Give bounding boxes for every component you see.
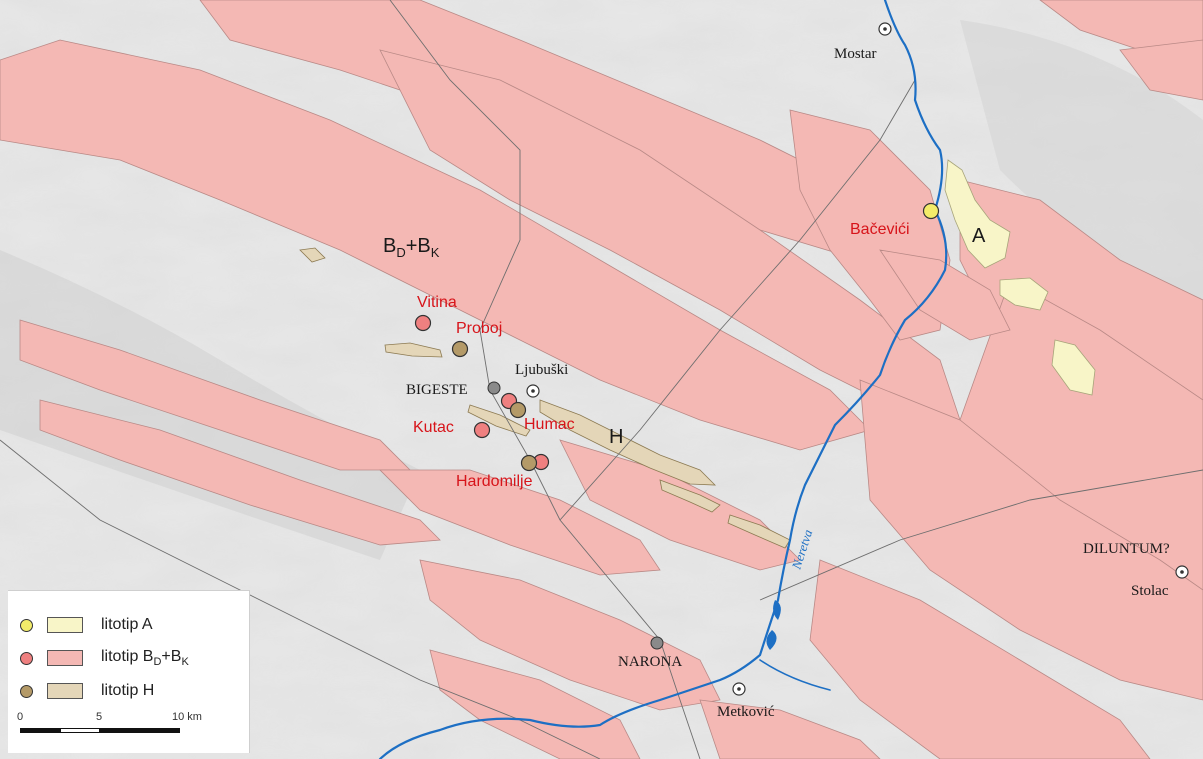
lithotype-a-areas — [944, 159, 1096, 396]
town-label-metkovic: Metković — [717, 704, 775, 720]
sample-marker-humac-h — [509, 401, 527, 419]
h-strip-humac — [467, 404, 531, 437]
ancient-site-markers: BIGESTE NARONA DILUNTUM? — [406, 381, 1170, 670]
bdbk-strip-west-2 — [39, 399, 441, 546]
ancient-site-marker-narona — [650, 636, 664, 650]
legend-item-h: litotip H — [20, 680, 154, 702]
legend-label-h: litotip H — [101, 682, 155, 699]
sample-marker-bacevici — [922, 202, 940, 220]
h-patch-west — [299, 247, 326, 263]
sample-label-vitina: Vitina — [417, 294, 457, 311]
town-label-mostar: Mostar — [834, 46, 877, 62]
scale-tick-5: 5 — [96, 711, 103, 723]
ancient-site-label-diluntum: DILUNTUM? — [1083, 541, 1170, 557]
town-label-ljubuski: Ljubuški — [515, 362, 568, 378]
a-area-small — [999, 277, 1049, 311]
scale-segment-1 — [20, 728, 60, 733]
sample-marker-vitina — [414, 314, 432, 332]
sample-label-bacevici: Bačevići — [850, 221, 910, 238]
town-mostar: Mostar — [834, 22, 892, 62]
bdbk-patch-central-east — [879, 249, 1011, 341]
lithotype-h-areas — [299, 247, 791, 549]
town-markers: Mostar Ljubuški Metković Stolac — [515, 22, 1189, 720]
bdbk-strip-west-1 — [19, 319, 411, 471]
ancient-site-marker-bigeste — [487, 381, 501, 395]
legend-swatch-bdbk — [47, 650, 83, 666]
legend-item-bdbk: litotip BD+BK — [20, 647, 189, 669]
town-ljubuski: Ljubuški — [515, 362, 568, 398]
legend-label-bdbk: litotip BD+BK — [101, 647, 189, 669]
river-delta-marks — [766, 600, 781, 650]
scale-segment-3 — [100, 728, 180, 733]
h-strip-proboj — [384, 342, 443, 358]
neretva-river — [378, 0, 948, 759]
scale-bar: 0 5 10 km — [17, 711, 230, 745]
karst-relief-northeast — [960, 20, 1203, 330]
legend-label-a: litotip A — [101, 616, 153, 633]
legend-item-a: litotip A — [20, 614, 153, 636]
a-area-east — [1051, 339, 1096, 396]
sample-label-humac: Humac — [524, 416, 575, 433]
bdbk-strip-metkovic — [699, 699, 881, 759]
neretva-side-channel — [759, 659, 831, 691]
legend-swatch-h — [47, 683, 83, 699]
sample-site-markers: Bačevići Vitina Proboj Kutac Humac Hardo… — [413, 202, 940, 490]
bdbk-strip-hardomilje — [379, 469, 661, 576]
sample-label-kutac: Kutac — [413, 419, 454, 436]
bdbk-band-south — [809, 559, 1151, 759]
zone-label-bdbk: BD+BK — [383, 235, 440, 260]
bdbk-band-main-west — [0, 39, 871, 451]
sample-label-hardomilje: Hardomilje — [456, 473, 533, 490]
sample-marker-proboj — [451, 340, 469, 358]
legend-swatch-a — [47, 617, 83, 633]
scale-tick-10: 10 km — [172, 711, 202, 723]
bdbk-band-southeast — [859, 379, 1203, 701]
a-area-bacevici — [944, 159, 1011, 269]
boundary-line-3 — [559, 79, 916, 521]
h-strip-southeast — [727, 514, 791, 549]
legend-dot-bdbk-icon — [20, 651, 33, 665]
scale-segment-2 — [60, 728, 100, 733]
sample-marker-kutac — [473, 421, 491, 439]
sample-label-proboj: Proboj — [456, 320, 502, 337]
sample-marker-hardomilje-h — [520, 454, 538, 472]
boundary-line-1 — [389, 0, 701, 759]
h-strip-lower — [659, 479, 721, 513]
town-label-stolac: Stolac — [1131, 583, 1169, 599]
bdbk-strip-narona — [419, 559, 721, 711]
bdbk-patch-northeast-2 — [1119, 39, 1203, 101]
ancient-site-label-bigeste: BIGESTE — [406, 382, 468, 398]
legend-dot-h-icon — [20, 684, 33, 698]
bdbk-strip-southwest — [429, 649, 641, 759]
ancient-site-label-narona: NARONA — [618, 654, 682, 670]
legend-dot-a-icon — [20, 618, 33, 632]
town-metkovic: Metković — [717, 682, 775, 720]
zone-label-h: H — [609, 426, 623, 448]
zone-label-a: A — [972, 225, 986, 247]
map-legend: litotip A litotip BD+BK litotip H 0 5 10… — [8, 590, 250, 753]
town-stolac: Stolac — [1131, 565, 1189, 599]
scale-tick-0: 0 — [17, 711, 24, 723]
neretva-channel — [378, 0, 948, 759]
boundary-line-4 — [759, 469, 1203, 601]
h-strip-central — [539, 399, 717, 486]
